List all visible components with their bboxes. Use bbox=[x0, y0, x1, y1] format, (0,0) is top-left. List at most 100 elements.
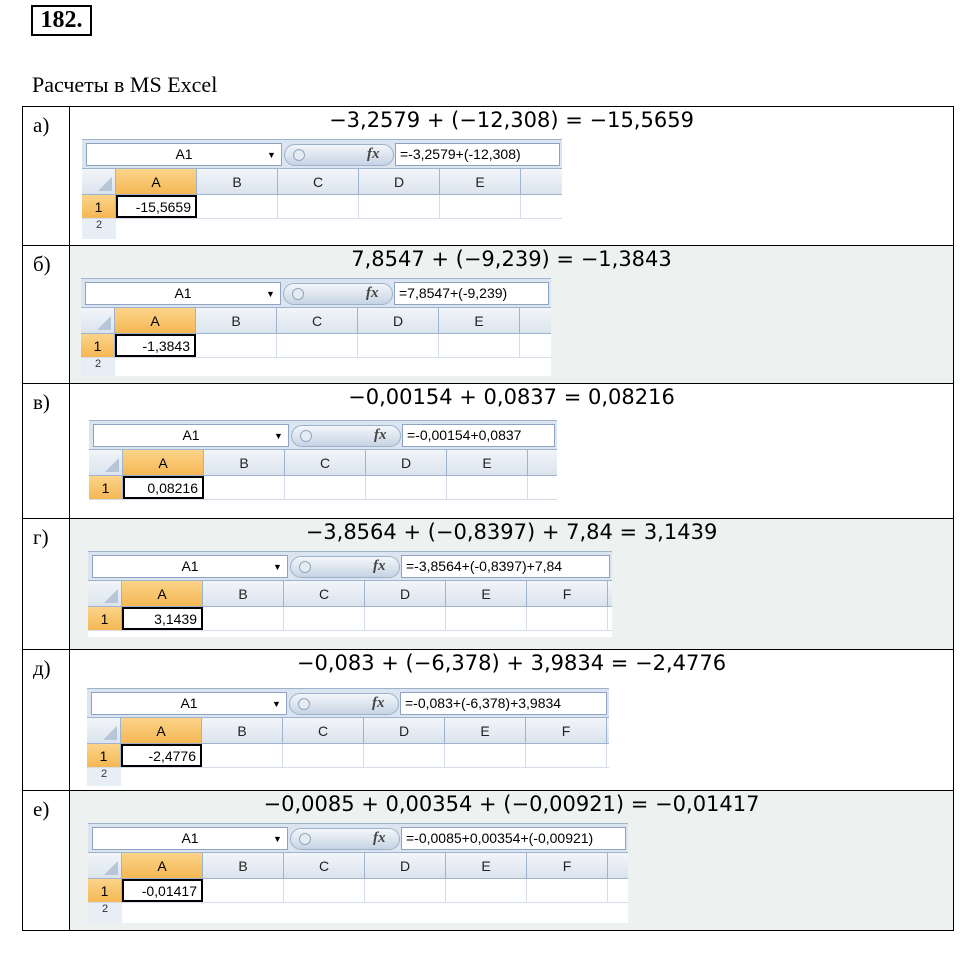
column-header[interactable]: A bbox=[122, 853, 203, 878]
row-header[interactable]: 1 bbox=[88, 879, 122, 902]
name-box[interactable]: A1 ▼ bbox=[86, 143, 282, 166]
column-header[interactable]: D bbox=[358, 308, 439, 333]
column-header[interactable]: A bbox=[122, 581, 203, 606]
formula-input[interactable]: =-3,2579+(-12,308) bbox=[395, 143, 560, 166]
cell[interactable] bbox=[446, 607, 527, 630]
row-header[interactable]: 1 bbox=[87, 744, 121, 767]
formula-input[interactable]: =-3,8564+(-0,8397)+7,84 bbox=[401, 555, 610, 578]
column-header[interactable]: C bbox=[285, 450, 366, 475]
chevron-down-icon[interactable]: ▼ bbox=[267, 150, 276, 160]
cell[interactable] bbox=[365, 879, 446, 902]
cell[interactable] bbox=[284, 607, 365, 630]
name-box[interactable]: A1 ▼ bbox=[92, 827, 288, 850]
column-header[interactable]: E bbox=[440, 169, 521, 194]
column-header[interactable]: B bbox=[204, 450, 285, 475]
cell-a1[interactable]: 3,1439 bbox=[122, 607, 203, 630]
formula-input[interactable]: =7,8547+(-9,239) bbox=[394, 282, 549, 305]
name-box[interactable]: A1 ▼ bbox=[85, 282, 281, 305]
cell-a1[interactable]: 0,08216 bbox=[123, 476, 204, 499]
cell[interactable] bbox=[283, 744, 364, 767]
formula-input[interactable]: =-0,00154+0,0837 bbox=[402, 424, 555, 447]
cell[interactable] bbox=[364, 744, 445, 767]
cell[interactable] bbox=[445, 744, 526, 767]
cell[interactable] bbox=[439, 334, 520, 357]
cell[interactable] bbox=[278, 195, 359, 218]
column-header[interactable]: A bbox=[115, 308, 196, 333]
cell[interactable] bbox=[365, 607, 446, 630]
cell[interactable] bbox=[202, 744, 283, 767]
name-box[interactable]: A1 ▼ bbox=[91, 692, 287, 715]
cell[interactable] bbox=[285, 476, 366, 499]
select-all-corner[interactable] bbox=[89, 450, 123, 475]
column-header[interactable]: C bbox=[278, 169, 359, 194]
column-header[interactable]: B bbox=[196, 308, 277, 333]
fx-icon[interactable]: fx bbox=[367, 146, 380, 162]
column-header[interactable]: E bbox=[446, 581, 527, 606]
fx-icon[interactable]: fx bbox=[373, 830, 386, 846]
column-header[interactable]: D bbox=[366, 450, 447, 475]
cell[interactable] bbox=[366, 476, 447, 499]
row-header[interactable]: 1 bbox=[89, 476, 123, 499]
cell[interactable] bbox=[526, 744, 607, 767]
formula-input[interactable]: =-0,083+(-6,378)+3,9834 bbox=[400, 692, 607, 715]
column-header[interactable]: C bbox=[284, 853, 365, 878]
row-header[interactable]: 1 bbox=[88, 607, 122, 630]
column-header[interactable]: A bbox=[116, 169, 197, 194]
chevron-down-icon[interactable]: ▼ bbox=[273, 562, 282, 572]
cell[interactable] bbox=[197, 195, 278, 218]
row-header-2[interactable]: 2 bbox=[81, 358, 115, 376]
column-header[interactable]: B bbox=[202, 718, 283, 743]
cell[interactable] bbox=[203, 607, 284, 630]
select-all-corner[interactable] bbox=[88, 581, 122, 606]
select-all-corner[interactable] bbox=[87, 718, 121, 743]
cell[interactable] bbox=[196, 334, 277, 357]
column-header[interactable]: C bbox=[284, 581, 365, 606]
row-header-2[interactable]: 2 bbox=[88, 903, 122, 923]
cell[interactable] bbox=[447, 476, 528, 499]
select-all-corner[interactable] bbox=[81, 308, 115, 333]
cell[interactable] bbox=[358, 334, 439, 357]
cell[interactable] bbox=[527, 607, 608, 630]
fx-icon[interactable]: fx bbox=[372, 695, 385, 711]
cell[interactable] bbox=[204, 476, 285, 499]
column-header[interactable]: F bbox=[527, 581, 608, 606]
column-header[interactable]: D bbox=[359, 169, 440, 194]
column-header[interactable]: F bbox=[526, 718, 607, 743]
column-header[interactable]: F bbox=[527, 853, 608, 878]
chevron-down-icon[interactable]: ▼ bbox=[266, 289, 275, 299]
name-box[interactable]: A1 ▼ bbox=[92, 555, 288, 578]
column-header[interactable]: D bbox=[364, 718, 445, 743]
column-header[interactable]: A bbox=[123, 450, 204, 475]
column-header[interactable]: B bbox=[203, 581, 284, 606]
row-header-2[interactable]: 2 bbox=[87, 768, 121, 786]
column-header[interactable]: B bbox=[203, 853, 284, 878]
cell[interactable] bbox=[284, 879, 365, 902]
row-header-2[interactable]: 2 bbox=[82, 219, 116, 239]
select-all-corner[interactable] bbox=[82, 169, 116, 194]
row-header[interactable]: 1 bbox=[82, 195, 116, 218]
fx-icon[interactable]: fx bbox=[366, 285, 379, 301]
cell[interactable] bbox=[277, 334, 358, 357]
column-header[interactable]: D bbox=[365, 581, 446, 606]
cell[interactable] bbox=[203, 879, 284, 902]
column-header[interactable]: E bbox=[447, 450, 528, 475]
column-header[interactable]: E bbox=[446, 853, 527, 878]
formula-input[interactable]: =-0,0085+0,00354+(-0,00921) bbox=[401, 827, 626, 850]
cell[interactable] bbox=[359, 195, 440, 218]
cell-a1[interactable]: -1,3843 bbox=[115, 334, 196, 357]
cell-a1[interactable]: -15,5659 bbox=[116, 195, 197, 218]
chevron-down-icon[interactable]: ▼ bbox=[272, 699, 281, 709]
column-header[interactable]: D bbox=[365, 853, 446, 878]
fx-icon[interactable]: fx bbox=[373, 558, 386, 574]
name-box[interactable]: A1 ▼ bbox=[93, 424, 289, 447]
chevron-down-icon[interactable]: ▼ bbox=[273, 834, 282, 844]
fx-icon[interactable]: fx bbox=[374, 427, 387, 443]
column-header[interactable]: A bbox=[121, 718, 202, 743]
cell[interactable] bbox=[440, 195, 521, 218]
cell-a1[interactable]: -0,01417 bbox=[122, 879, 203, 902]
column-header[interactable]: C bbox=[277, 308, 358, 333]
select-all-corner[interactable] bbox=[88, 853, 122, 878]
column-header[interactable]: B bbox=[197, 169, 278, 194]
cell-a1[interactable]: -2,4776 bbox=[121, 744, 202, 767]
column-header[interactable]: C bbox=[283, 718, 364, 743]
